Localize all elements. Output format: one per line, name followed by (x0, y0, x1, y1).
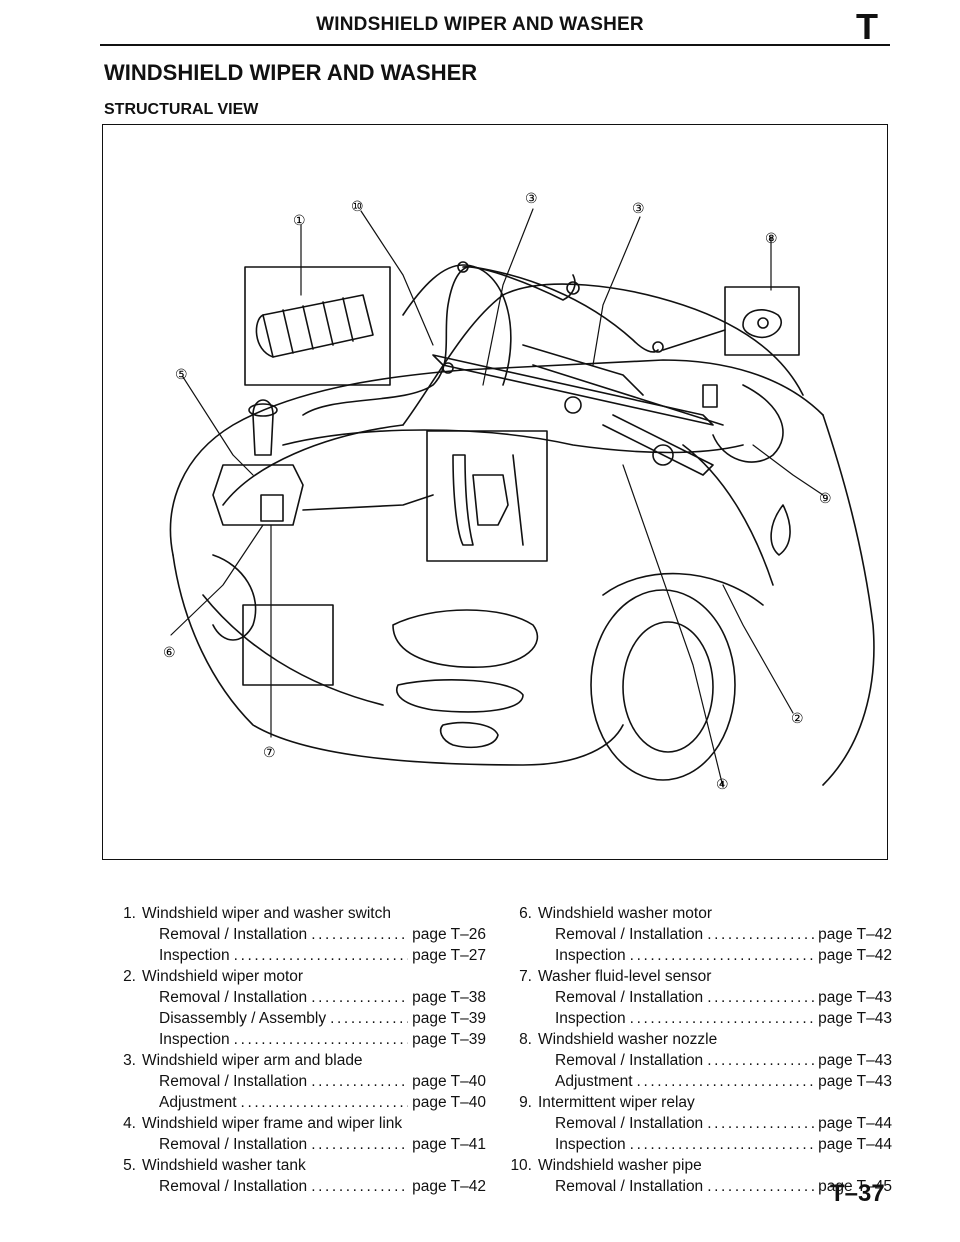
page-reference: page T–43 (818, 989, 892, 1006)
component-name: Windshield wiper motor (142, 968, 304, 985)
component-name: Intermittent wiper relay (538, 1094, 695, 1111)
washer-pipe (302, 261, 664, 416)
page-reference: page T–44 (818, 1136, 892, 1153)
inset-wiper-switch (244, 266, 391, 386)
component-name: Windshield washer pipe (538, 1157, 702, 1174)
component-name: Windshield wiper frame and wiper link (142, 1115, 403, 1132)
procedure-row: Removal / Installation page T–45 (500, 1176, 892, 1197)
procedure-row: Removal / Installation page T–44 (500, 1113, 892, 1134)
callout-5: ⑤ (175, 366, 188, 382)
header-rule (100, 44, 890, 46)
callout-layer: ① ② ③ ③ ④ ⑤ ⑥ ⑦ ⑧ ⑨ ⑩ (163, 190, 832, 792)
component-item: 3. Windshield wiper arm and blade (123, 1052, 363, 1069)
car-illustration (169, 208, 875, 788)
component-name: Windshield wiper and washer switch (142, 905, 391, 922)
component-item: 7. Washer fluid-level sensor (519, 968, 712, 985)
component-item: 10. Windshield washer pipe (510, 1157, 702, 1174)
callout-8: ⑧ (765, 230, 778, 246)
subsection-title: STRUCTURAL VIEW (104, 101, 259, 118)
page-reference: page T–43 (818, 1010, 892, 1027)
header-title: WINDSHIELD WIPER AND WASHER (316, 14, 644, 35)
component-name: Windshield wiper arm and blade (142, 1052, 363, 1069)
procedure-row: Inspection page T–44 (500, 1134, 892, 1155)
front-fascia (212, 554, 539, 749)
procedure-row: Removal / Installation page T–43 (500, 1050, 892, 1071)
procedure-row: Adjustment page T–40 (104, 1092, 486, 1113)
component-name: Windshield washer nozzle (538, 1031, 718, 1048)
procedure-row: Removal / Installation page T–42 (500, 924, 892, 945)
page-reference: page T–43 (818, 1073, 892, 1090)
procedure-row: Removal / Installation page T–41 (104, 1134, 486, 1155)
component-item: 6. Windshield washer motor (519, 905, 713, 922)
section-letter: T (856, 6, 878, 47)
callout-4: ④ (716, 776, 729, 792)
callout-10: ⑩ (351, 198, 364, 214)
page-number: T–37 (830, 1180, 885, 1207)
component-item: 8. Windshield washer nozzle (519, 1031, 718, 1048)
callout-6: ⑥ (163, 644, 176, 660)
section-title: WINDSHIELD WIPER AND WASHER (104, 60, 478, 85)
procedure-row: Removal / Installation page T–43 (500, 987, 892, 1008)
procedure-row: Adjustment page T–43 (500, 1071, 892, 1092)
page-reference: page T–42 (818, 947, 892, 964)
component-name: Windshield washer tank (142, 1157, 306, 1174)
callout-3a: ③ (525, 190, 538, 206)
page-reference: page T–27 (412, 947, 486, 964)
component-item: 5. Windshield washer tank (123, 1157, 306, 1174)
callout-7: ⑦ (263, 744, 276, 760)
component-name: Washer fluid-level sensor (538, 968, 712, 985)
page-reference: page T–38 (412, 989, 486, 1006)
procedure-row: Removal / Installation page T–26 (104, 924, 486, 945)
procedure-row: Inspection page T–39 (104, 1029, 486, 1050)
page-reference: page T–41 (412, 1136, 486, 1153)
callout-3b: ③ (632, 200, 645, 216)
procedure-row: Removal / Installation page T–42 (104, 1176, 486, 1197)
leader-lines (170, 208, 824, 788)
wiper-assembly (432, 344, 724, 476)
component-item: 4. Windshield wiper frame and wiper link (123, 1115, 403, 1132)
page-reference: page T–26 (412, 926, 486, 943)
structural-view-figure: ① ② ③ ③ ④ ⑤ ⑥ ⑦ ⑧ ⑨ ⑩ (102, 124, 888, 860)
callout-1: ① (293, 212, 306, 228)
page-reference: page T–42 (818, 926, 892, 943)
component-item: 9. Intermittent wiper relay (519, 1094, 695, 1111)
page-reference: page T–40 (412, 1073, 486, 1090)
page-reference: page T–39 (412, 1031, 486, 1048)
procedure-row: Inspection page T–27 (104, 945, 486, 966)
page-reference: page T–40 (412, 1094, 486, 1111)
component-list-left: 1. Windshield wiper and washer switch Re… (104, 903, 486, 1197)
callout-9: ⑨ (819, 490, 832, 506)
washer-tank (212, 399, 304, 526)
procedure-row: Disassembly / Assembly page T–39 (104, 1008, 486, 1029)
page-reference: page T–44 (818, 1115, 892, 1132)
procedure-row: Inspection page T–43 (500, 1008, 892, 1029)
procedure-row: Removal / Installation page T–40 (104, 1071, 486, 1092)
page-reference: page T–42 (412, 1178, 486, 1195)
inset-fluid-sensor (302, 430, 548, 562)
page-reference: page T–43 (818, 1052, 892, 1069)
procedure-row: Removal / Installation page T–38 (104, 987, 486, 1008)
component-list-right: 6. Windshield washer motor Removal / Ins… (500, 903, 892, 1197)
page-reference: page T–39 (412, 1010, 486, 1027)
callout-2: ② (791, 710, 804, 726)
page-reference: page T–45 (818, 1178, 892, 1195)
procedure-row: Inspection page T–42 (500, 945, 892, 966)
inset-washer-nozzle (662, 286, 800, 356)
component-item: 1. Windshield wiper and washer switch (123, 905, 391, 922)
front-wheel (590, 504, 791, 781)
component-name: Windshield washer motor (538, 905, 713, 922)
component-item: 2. Windshield wiper motor (123, 968, 304, 985)
